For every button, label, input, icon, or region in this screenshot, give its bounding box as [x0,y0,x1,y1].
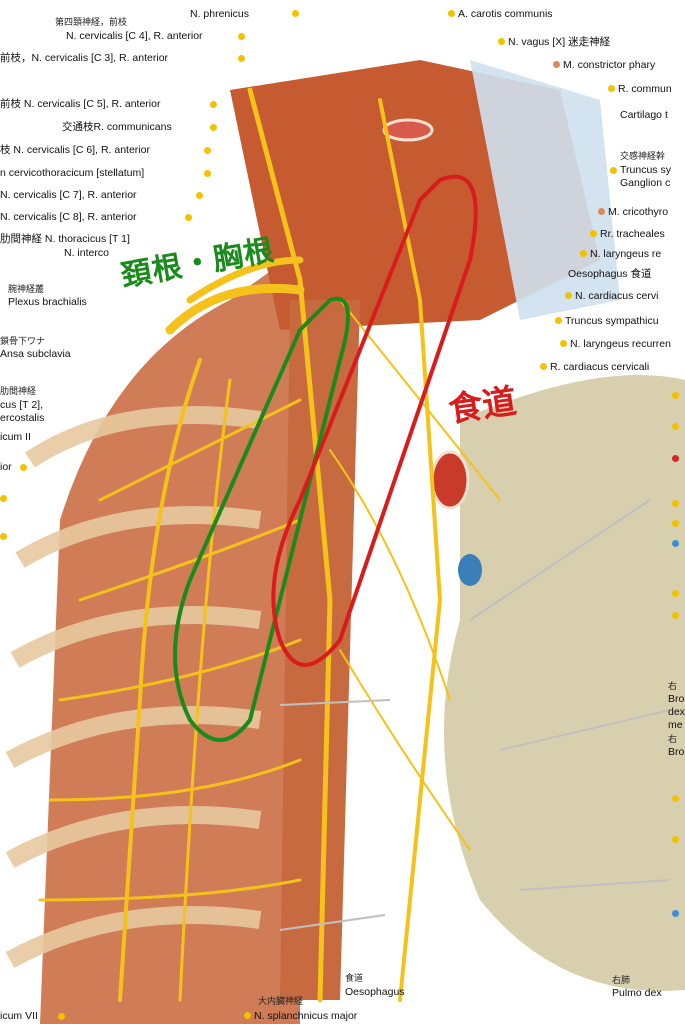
label-dot [590,230,597,237]
label-jp: 右肺 [612,975,631,985]
label-dot [448,10,455,17]
label-dot [204,147,211,154]
label-bro-2: Bro [668,746,685,758]
label-icum7: icum VII [0,1010,38,1022]
label-jp: 食道 [345,973,364,983]
label-dot [672,795,679,802]
label-jp: 右 [668,734,678,744]
nerve-network [38,87,501,1003]
label-oesophagus-r: Oesophagus 食道 [568,268,652,280]
label-dex: dex [668,706,685,718]
label-splanchnicus: N. splanchnicus major [254,1010,358,1022]
label-jp: 第四頚神経，前枝 [55,17,128,27]
label-dot [553,61,560,68]
label-cardiacus-cervi: N. cardiacus cervi [575,290,659,302]
red-outline [271,174,478,667]
oesophagus [280,300,360,1000]
right-lung [444,375,685,991]
label-carotis: A. carotis communis [458,8,553,20]
label-dot [672,590,679,597]
label-dot [672,612,679,619]
label-c6: 枝 N. cervicalis [C 6], R. anterior [0,144,150,156]
label-pulmo: Pulmo dex [612,987,662,999]
label-truncus-symp: Truncus sympathicu [565,315,659,327]
label-laryngeus-recurren: N. laryngeus recurren [570,338,671,350]
label-dot [672,392,679,399]
label-dot [672,836,679,843]
label-dot [185,214,192,221]
label-dot [20,464,27,471]
label-comm: 交通枝R. communicans [62,121,172,133]
label-ior: ior [0,461,12,473]
label-dot [210,124,217,131]
label-dot [672,520,679,527]
label-ansa: Ansa subclavia [0,348,71,360]
label-ganglion: Ganglion c [620,177,671,189]
label-dot [610,167,617,174]
label-jp: 交感神経幹 [620,151,666,161]
label-phrenicus: N. phrenicus [190,8,249,20]
label-dot [244,1012,251,1019]
label-jp: 大内臓神経 [258,996,304,1006]
annotation-red: 食道 [446,381,519,431]
label-truncus-sy: Truncus sy [620,164,671,176]
label-commun: R. commun [618,83,672,95]
label-dot [58,1013,65,1020]
label-stellatum: n cervicothoracicum [stellatum] [0,167,145,179]
label-dot [238,33,245,40]
label-dot [210,101,217,108]
label-dot [0,533,7,540]
label-dot [672,910,679,917]
label-dot [608,85,615,92]
label-c5: 前枝 N. cervicalis [C 5], R. anterior [0,98,161,110]
label-constrictor: M. constrictor phary [563,59,656,71]
label-cricothyro: M. cricothyro [608,206,669,218]
label-dot [540,363,547,370]
label-ercostalis: ercostalis [0,412,45,424]
label-dot [0,495,7,502]
carotid-cut [382,118,434,142]
label-plexus: Plexus brachialis [8,296,87,308]
label-dot [672,423,679,430]
label-dot [580,250,587,257]
label-dot [565,292,572,299]
label-dot [672,540,679,547]
label-c4: N. cervicalis [C 4], R. anterior [66,30,203,42]
label-cardiacus-cervicali: R. cardiacus cervicali [550,361,650,373]
label-t2: cus [T 2], [0,399,43,411]
label-dot [196,192,203,199]
label-vagus: N. vagus [X] 迷走神経 [508,36,611,48]
label-dot [672,455,679,462]
label-tracheales: Rr. tracheales [600,228,665,240]
label-c7: N. cervicalis [C 7], R. anterior [0,189,137,201]
label-bro-1: Bro [668,693,685,705]
label-jp: 鎖骨下ワナ [0,336,46,346]
label-dot [498,38,505,45]
label-oesophagus-b: Oesophagus [345,986,405,998]
label-dot [555,317,562,324]
label-laryngeus-re: N. laryngeus re [590,248,662,260]
label-dot [560,340,567,347]
vessel-cut-2 [458,554,482,586]
label-c3: 前枝，N. cervicalis [C 3], R. anterior [0,52,169,64]
label-dot [238,55,245,62]
label-dot [598,208,605,215]
label-jp: 肋間神経 [0,386,37,396]
label-jp: 腕神経叢 [8,284,45,294]
vessel-cut [430,450,470,510]
label-me: me [668,719,683,731]
label-interco: N. interco [64,247,109,259]
label-icum2: icum II [0,431,31,443]
label-c8: N. cervicalis [C 8], R. anterior [0,211,137,223]
label-t1: 肋間神経 N. thoracicus [T 1] [0,233,130,245]
label-dot [204,170,211,177]
pins [279,499,671,931]
green-outline [173,296,350,742]
label-jp: 右 [668,681,678,691]
label-dot [672,500,679,507]
label-cartilago: Cartilago t [620,109,668,121]
label-dot [292,10,299,17]
